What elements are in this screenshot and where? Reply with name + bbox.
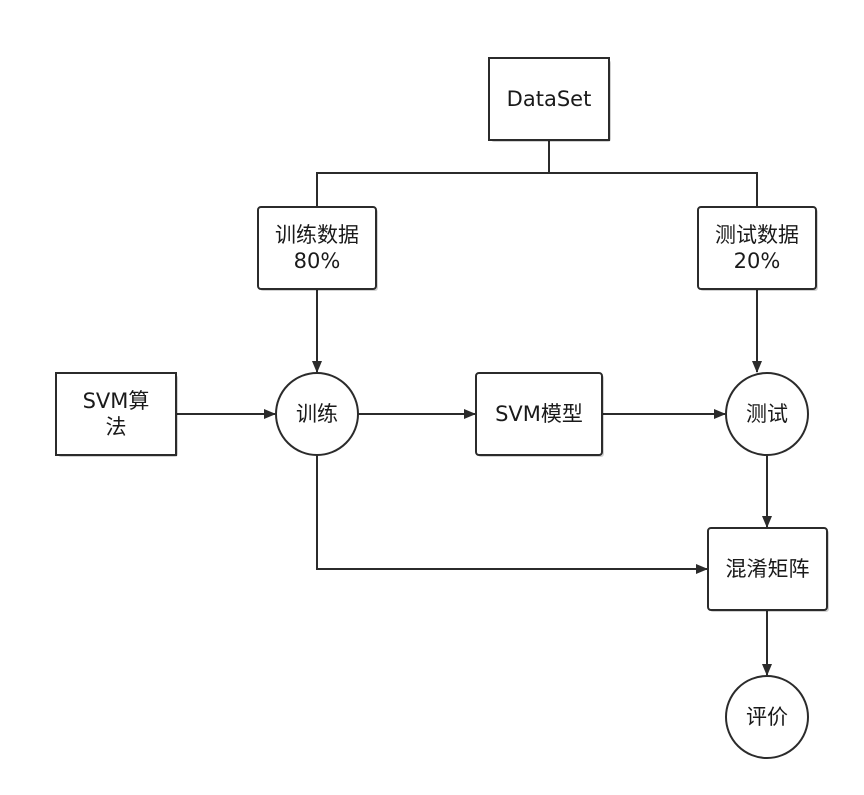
node-svm-model-label-1: SVM模型	[495, 402, 583, 426]
node-test-data-box	[697, 206, 817, 290]
node-confusion-label-1: 混淆矩阵	[726, 557, 810, 581]
edge-dataset-to-test-data	[548, 140, 758, 207]
node-evaluate-label-1: 评价	[746, 705, 788, 729]
node-svm-algo-label-2: 法	[106, 415, 127, 439]
node-svm-algo-box	[55, 372, 177, 456]
node-svm-algo-label-1: SVM算	[83, 389, 150, 413]
node-svm-model: SVM模型	[475, 372, 604, 457]
node-test-label-1: 测试	[746, 402, 788, 426]
node-evaluate-circle	[725, 675, 809, 759]
node-dataset-label-1: DataSet	[507, 87, 592, 111]
node-test-circle	[725, 372, 809, 456]
node-dataset-box	[488, 57, 610, 141]
node-train-data-label-2: 80%	[294, 249, 341, 273]
node-dataset: DataSet	[488, 57, 611, 142]
edges	[176, 140, 772, 676]
node-train-data-label-1: 训练数据	[275, 223, 359, 247]
node-evaluate: 评价	[725, 675, 809, 759]
node-test-data-label-1: 测试数据	[715, 223, 799, 247]
node-test: 测试	[725, 372, 809, 456]
node-test-data-label-2: 20%	[734, 249, 781, 273]
node-svm-model-box	[475, 372, 603, 456]
node-train-label-1: 训练	[296, 402, 338, 426]
node-train-circle	[275, 372, 359, 456]
node-confusion-box	[707, 527, 828, 611]
node-train-data-box	[257, 206, 377, 290]
node-train: 训练	[275, 372, 359, 456]
node-confusion: 混淆矩阵	[707, 527, 829, 612]
edge-train-to-confusion	[316, 455, 708, 574]
edge-dataset-to-train-data	[316, 140, 550, 207]
